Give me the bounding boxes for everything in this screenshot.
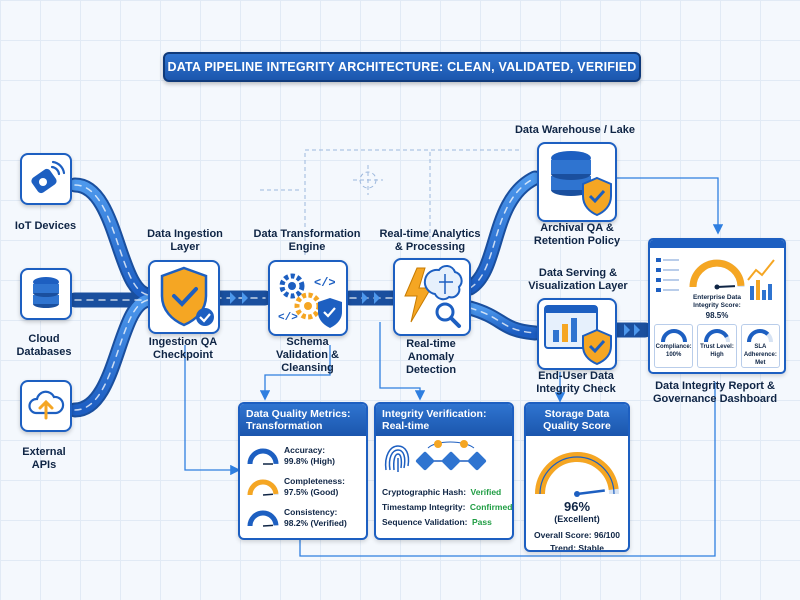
flow-chevrons: [230, 292, 640, 336]
quality-metrics-list: Accuracy:99.8% (High) Completeness:97.5% …: [240, 436, 366, 533]
database-icon: [33, 277, 59, 308]
quality-metric-row: Consistency:98.2% (Verified): [246, 502, 362, 533]
quality-metric-row: Completeness:97.5% (Good): [246, 471, 362, 502]
dashboard-widgets: [656, 258, 775, 300]
tile-label: SLA Adherence:: [743, 344, 777, 358]
stage-caption-transformation: Schema Validation & Cleansing: [276, 336, 339, 374]
tile-value: Met: [755, 360, 766, 366]
tile-value: High: [710, 352, 724, 358]
report-caption: Data Integrity Report & Governance Dashb…: [652, 380, 778, 405]
stage-caption-analytics: Real-time Anomaly Detection: [405, 338, 457, 376]
metric-value: 97.5% (Good): [284, 486, 339, 497]
source-label-external-apis: External APIs: [22, 446, 66, 471]
enterprise-integrity-value: 98.5%: [705, 311, 729, 320]
source-label-cloud-databases: Cloud Databases: [16, 333, 72, 358]
dashboard-tile: SLA Adherence: Met: [740, 324, 780, 368]
source-label-iot: IoT Devices: [14, 220, 77, 232]
stage-title-serving: Data Serving & Visualization Layer: [528, 267, 628, 292]
database-shield-icon: [551, 151, 612, 217]
metric-text: Accuracy:99.8% (High): [284, 445, 335, 467]
storage-trend: Trend: Stable: [550, 543, 604, 552]
metric-gauge-icon: [247, 479, 279, 496]
stage-title-warehouse: Data Warehouse / Lake: [514, 124, 636, 136]
dashboard-tile: Trust Level: High: [697, 324, 737, 368]
stage-title-analytics: Real-time Analytics & Processing: [379, 228, 481, 253]
gears-code-icon: </> </>: [278, 273, 342, 328]
stage-title-transformation: Data Transformation Engine: [253, 228, 361, 253]
integrity-label: Sequence Validation:: [382, 517, 468, 527]
storage-score-title: Storage Data Quality Score: [526, 404, 628, 436]
brain-lightning-icon: [404, 265, 463, 328]
quality-metrics-card: Data Quality Metrics: Transformation Acc…: [238, 402, 368, 540]
integrity-row: Timestamp Integrity: Confirmed: [382, 497, 512, 512]
ingestion-stage-box: [148, 260, 220, 334]
tile-label: Compliance:: [655, 344, 692, 350]
diagram-title: DATA PIPELINE INTEGRITY ARCHITECTURE: CL…: [163, 52, 641, 82]
storage-score-value: 96%: [563, 499, 591, 514]
dashboard-titlebar: [650, 240, 784, 248]
stage-caption-serving: End-User Data Integrity Check: [536, 370, 616, 395]
metric-value: 98.2% (Verified): [284, 517, 347, 528]
storage-score-card: Storage Data Quality Score 96% (Excellen…: [524, 402, 630, 552]
hash-chain-illustration: [384, 440, 487, 472]
integrity-verification-title: Integrity Verification: Real-time: [376, 404, 512, 436]
svg-text:</>: </>: [314, 276, 336, 290]
external-api-source: [20, 380, 72, 432]
integrity-row: Sequence Validation: Pass: [382, 512, 506, 527]
svg-text:</>: </>: [278, 312, 298, 324]
integrity-row: Cryptographic Hash: Verified: [382, 482, 506, 497]
integrity-status: Confirmed: [469, 502, 513, 512]
dashboard-shield-icon: [544, 305, 612, 366]
hash-chain-nodes: [415, 440, 487, 471]
tile-gauge-icon: [747, 329, 774, 343]
metric-label: Consistency:: [284, 506, 338, 517]
tile-value: 100%: [665, 352, 682, 358]
serving-stage-box: [537, 298, 617, 370]
dashboard-tile: Compliance: 100%: [654, 324, 694, 368]
quality-metrics-title: Data Quality Metrics: Transformation: [240, 404, 366, 436]
quality-metric-row: Accuracy:99.8% (High): [246, 440, 362, 471]
iot-sensor-icon: [31, 160, 66, 194]
storage-score-note: (Excellent): [554, 514, 600, 524]
analytics-stage-box: [393, 258, 471, 336]
metric-gauge-icon: [247, 510, 279, 527]
stage-caption-warehouse: Archival QA & Retention Policy: [533, 222, 621, 247]
dashboard-tiles: Compliance: 100% Trust Level: High SLA Adher…: [654, 324, 780, 368]
tile-gauge-icon: [660, 329, 687, 343]
integrity-status: Verified: [470, 487, 502, 497]
integrity-label: Cryptographic Hash:: [382, 487, 467, 497]
storage-score-gauge: [535, 451, 619, 497]
enterprise-integrity-gauge: [689, 259, 745, 290]
stage-title-ingestion: Data Ingestion Layer: [147, 228, 223, 253]
cloud-database-source: [20, 268, 72, 320]
fingerprint-icon: [384, 445, 410, 472]
metric-label: Accuracy:: [284, 444, 326, 455]
metric-value: 99.8% (High): [284, 455, 336, 466]
iot-device-source: [20, 153, 72, 205]
cloud-upload-icon: [28, 390, 65, 420]
storage-overall-score: Overall Score: 96/100: [533, 530, 620, 540]
warehouse-stage-box: [537, 142, 617, 222]
governance-dashboard: Enterprise Data Integrity Score: 98.5% C…: [648, 238, 786, 374]
integrity-verification-card: Integrity Verification: Real-time Crypto…: [374, 402, 514, 540]
metric-label: Completeness:: [284, 475, 345, 486]
stage-caption-ingestion: Ingestion QA Checkpoint: [148, 336, 218, 361]
shield-check-icon: [160, 266, 214, 327]
enterprise-integrity-label: Enterprise Data Integrity Score:: [692, 294, 742, 309]
integrity-status: Pass: [471, 517, 492, 527]
metric-gauge-icon: [247, 447, 279, 465]
integrity-label: Timestamp Integrity:: [382, 502, 466, 512]
circuit-lines: [260, 149, 520, 255]
main-pipes: [67, 170, 653, 418]
metric-text: Completeness:97.5% (Good): [284, 476, 345, 498]
metric-text: Consistency:98.2% (Verified): [284, 507, 347, 529]
tile-label: Trust Level:: [700, 344, 734, 350]
transformation-stage-box: </> </>: [268, 260, 348, 336]
tile-gauge-icon: [703, 329, 730, 343]
connectors: [184, 177, 724, 557]
